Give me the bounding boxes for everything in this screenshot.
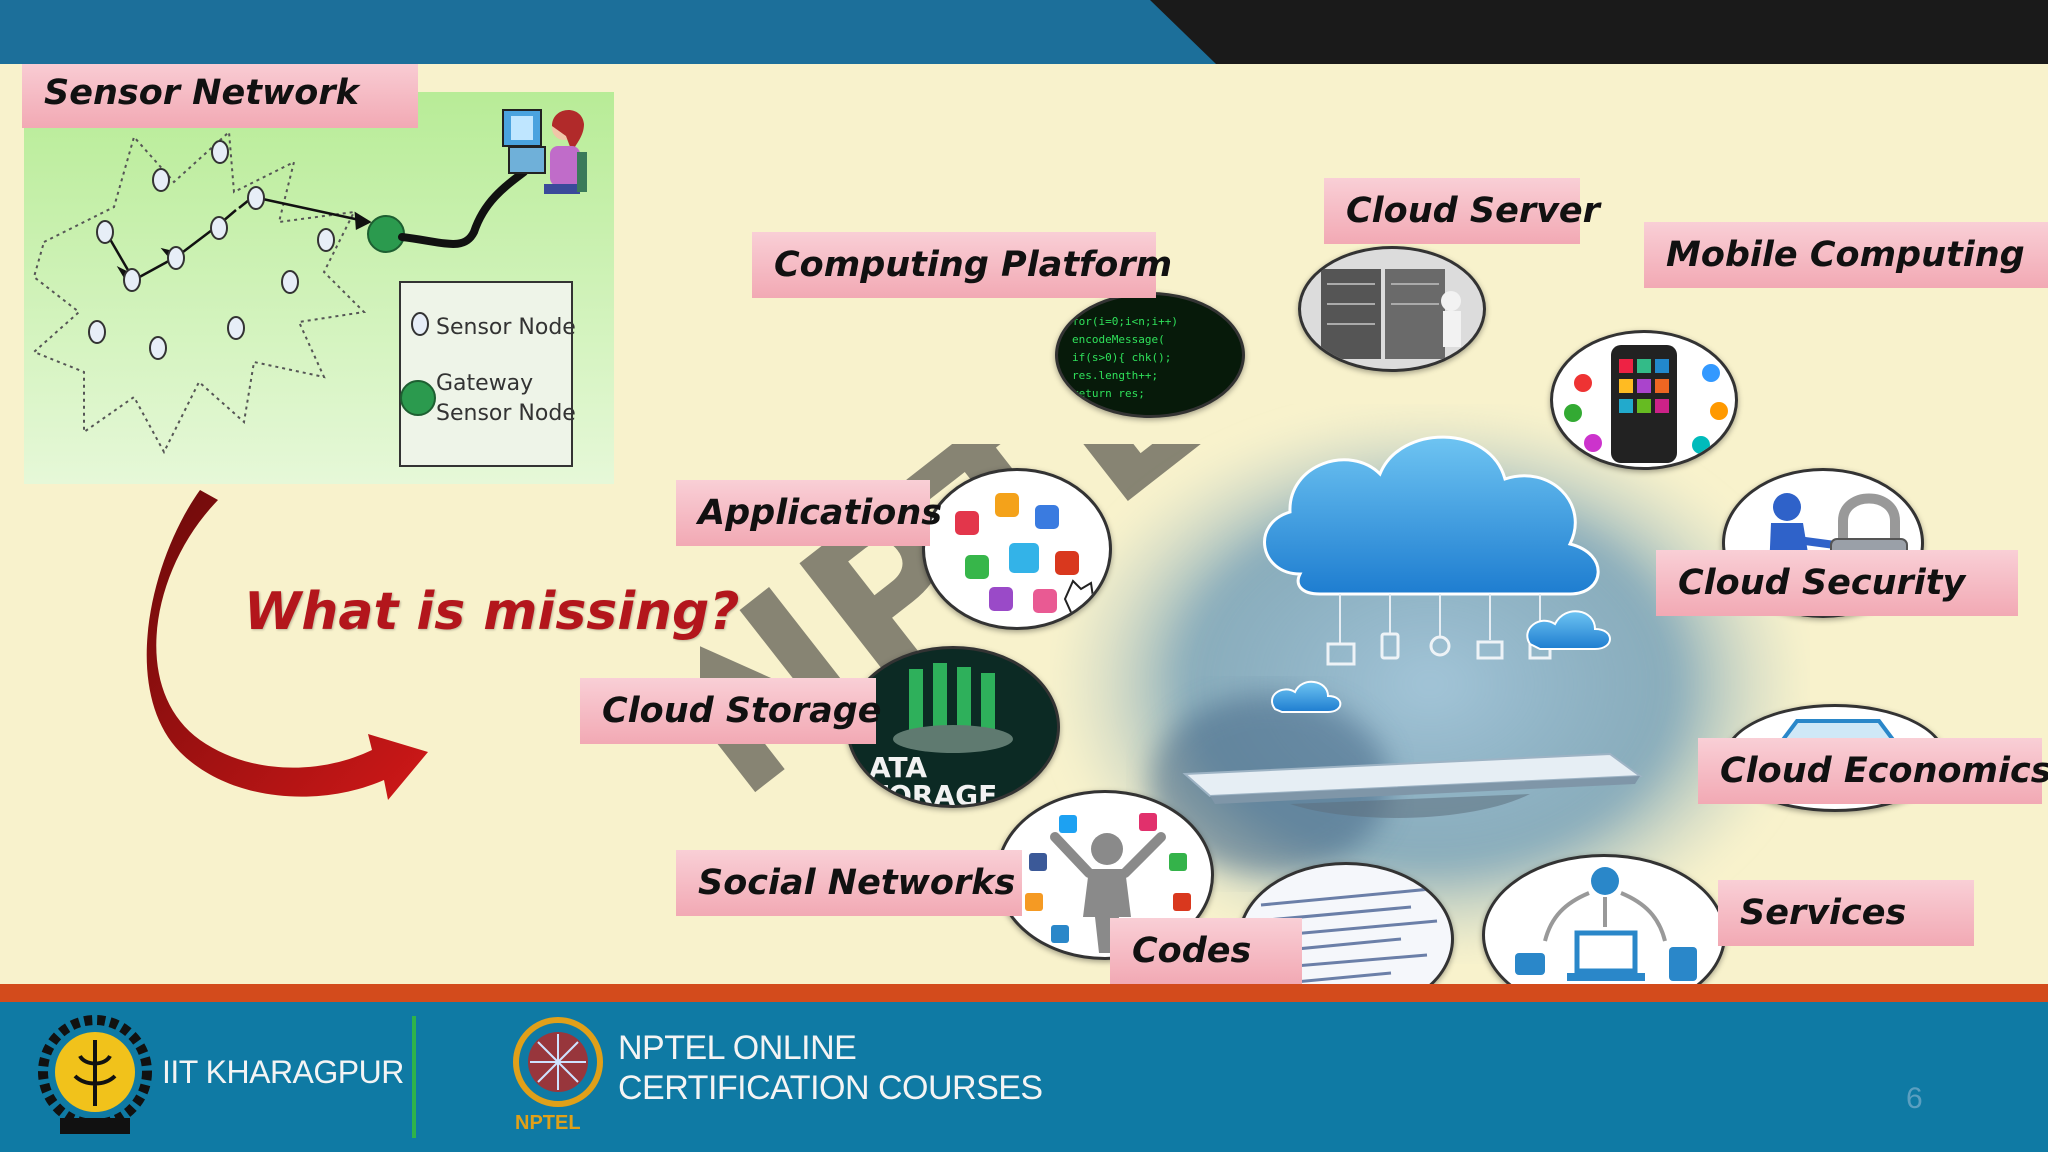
label-cloud-server: Cloud Server [1324, 178, 1600, 244]
label-cloud-security: Cloud Security [1656, 550, 2018, 616]
sensor-network-diagram: Sensor Node Gateway Sensor Node [24, 92, 614, 484]
label-cloud-economics: Cloud Economics [1698, 738, 2048, 804]
server-rack-icon [1321, 269, 1461, 359]
iit-kharagpur-logo-icon [38, 1015, 152, 1134]
nptel-logo-icon [513, 1017, 603, 1107]
footer-line2: CERTIFICATION COURSES [618, 1069, 1043, 1107]
services-bubble [1482, 854, 1726, 984]
svg-text:TORAGE: TORAGE [869, 779, 997, 808]
label-mobile-computing: Mobile Computing [1644, 222, 2048, 288]
label-codes: Codes [1110, 918, 1302, 984]
data-storage-icon: ATA TORAGE [869, 663, 1013, 808]
applications-bubble [922, 468, 1112, 630]
sensor-network-title: Sensor Network [22, 64, 418, 128]
label-cloud-storage: Cloud Storage [580, 678, 882, 744]
label-services: Services [1718, 880, 1974, 946]
label-social-networks: Social Networks [676, 850, 1022, 916]
label-applications: Applications [676, 480, 942, 546]
legend-gateway-line1: Gateway [436, 371, 533, 396]
user-at-computer-icon [502, 109, 587, 194]
footer-bar [0, 1002, 2048, 1152]
cloud-server-bubble [1298, 246, 1486, 372]
footer-divider-line [412, 1016, 416, 1138]
slide-body: NPTEL [0, 64, 2048, 984]
computing-platform-bubble: for(i=0;i<n;i++) encodeMessage( if(s>0){… [1055, 292, 1245, 418]
legend-sensor-node: Sensor Node [436, 315, 576, 340]
app-icons-hand-icon [955, 493, 1097, 623]
footer-nptel-small: NPTEL [515, 1112, 581, 1134]
top-banner [0, 0, 2048, 64]
mobile-computing-bubble [1550, 330, 1738, 470]
svg-text:for(i=0;i<n;i++): for(i=0;i<n;i++) [1072, 315, 1178, 328]
label-computing-platform: Computing Platform [752, 232, 1172, 298]
smartphone-apps-icon [1564, 345, 1728, 463]
page-number: 6 [1906, 1082, 1923, 1115]
legend-gateway-line2: Sensor Node [436, 401, 576, 426]
cloud-hub-illustration [1060, 414, 1800, 954]
svg-text:res.length++;: res.length++; [1072, 369, 1158, 382]
footer-line1: NPTEL ONLINE [618, 1029, 857, 1067]
footer-institute-name: IIT KHARAGPUR [162, 1054, 404, 1090]
services-devices-icon [1515, 867, 1697, 981]
footer-accent-line [0, 984, 2048, 1002]
svg-text:if(s>0){ chk();: if(s>0){ chk(); [1072, 351, 1171, 364]
svg-text:encodeMessage(: encodeMessage( [1072, 333, 1165, 346]
what-is-missing-text: What is missing? [244, 582, 740, 642]
curved-arrow-icon [146, 490, 428, 800]
svg-text:return res;: return res; [1072, 387, 1145, 400]
footer-nptel-text: NPTEL ONLINE CERTIFICATION COURSES [618, 1028, 1043, 1108]
svg-text:ATA: ATA [869, 751, 927, 784]
cloud-storage-bubble: ATA TORAGE [846, 646, 1060, 808]
code-terminal-icon: for(i=0;i<n;i++) encodeMessage( if(s>0){… [1072, 315, 1178, 400]
